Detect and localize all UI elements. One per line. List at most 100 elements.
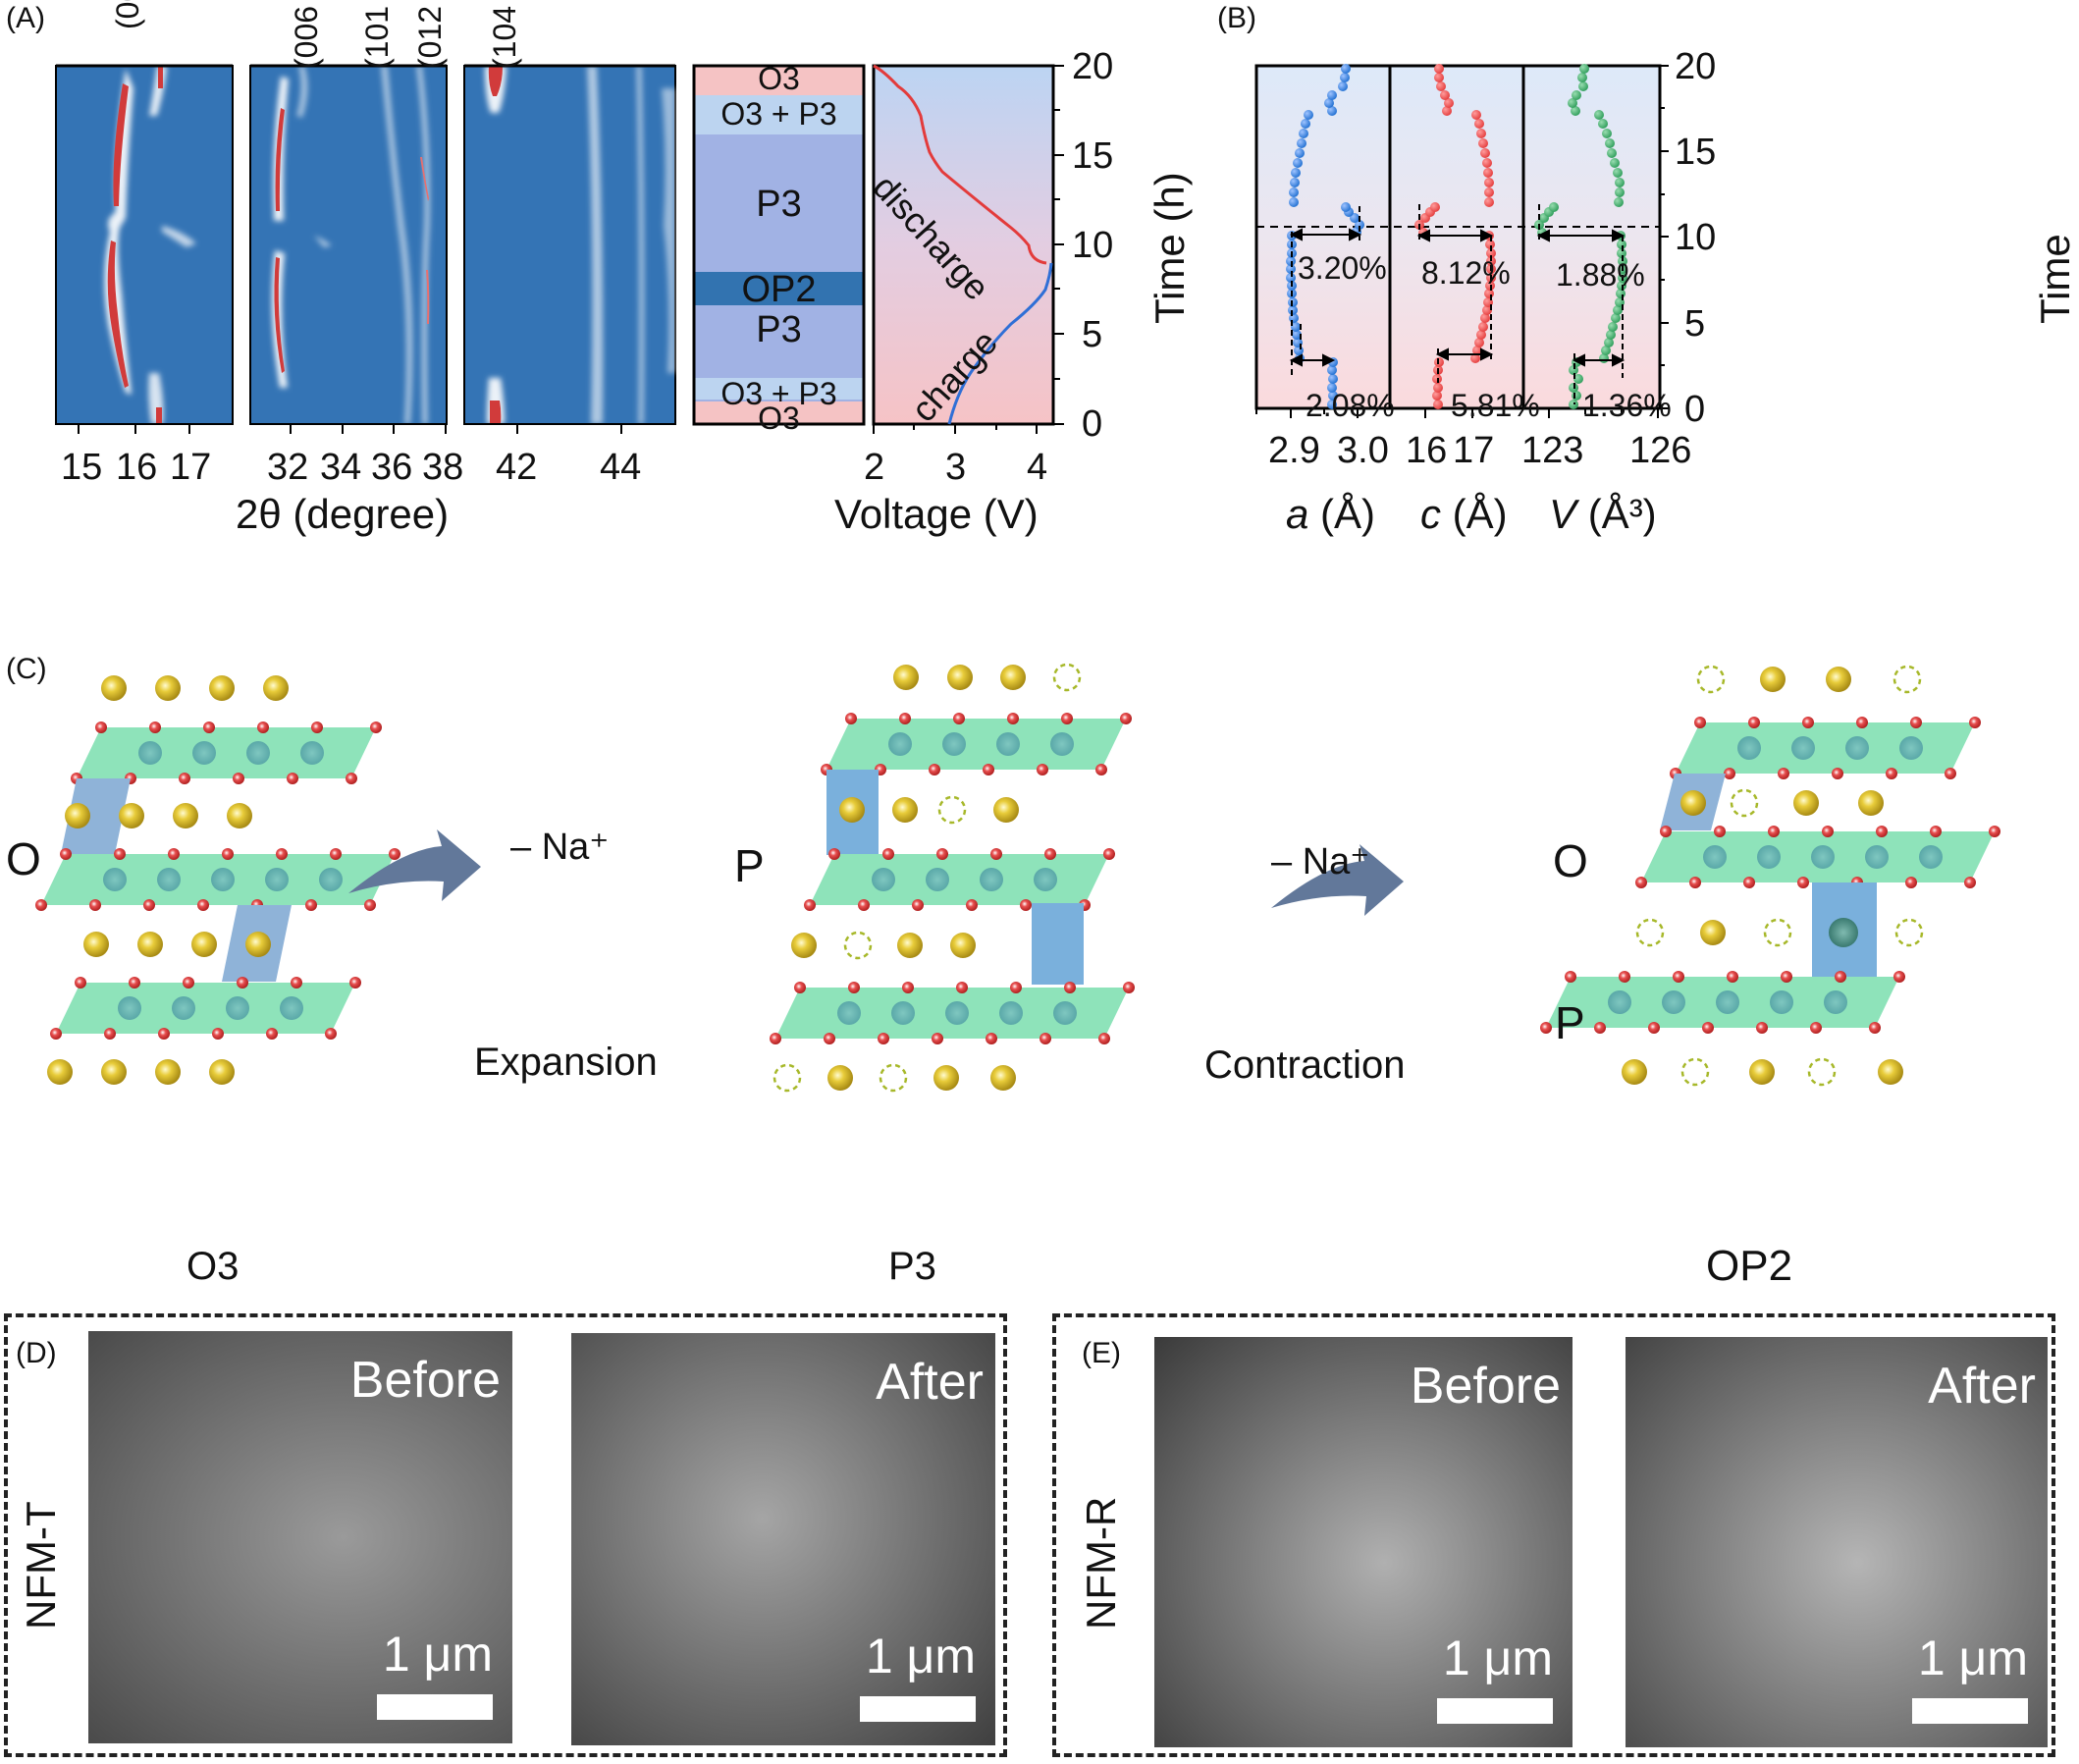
series-v (1534, 64, 1627, 409)
scale-bar-label: 1 μm (1442, 1630, 1553, 1685)
b-ytick-20: 20 (1675, 46, 1717, 87)
layer-label-p-op2: P (1555, 997, 1585, 1048)
btick-3-0: 3.0 (1337, 430, 1389, 471)
annotation-c-8-12: 8.12% (1421, 255, 1511, 291)
vtick-4: 4 (1027, 447, 1048, 488)
phase-label-o3-bottom: O3 (758, 401, 800, 436)
sample-label-nfm-r: NFM-R (1078, 1496, 1124, 1630)
phase-band-column (692, 64, 866, 426)
ytick-10: 10 (1072, 225, 1114, 266)
time-axis-title-b: Time (h) (2032, 234, 2078, 324)
btick-2-9: 2.9 (1268, 430, 1320, 471)
xtick-44: 44 (600, 447, 642, 488)
discharge-curve (873, 64, 1047, 265)
btick-17: 17 (1453, 430, 1495, 471)
scale-bar (1912, 1698, 2028, 1724)
arrow-label-contraction: Contraction (1204, 1043, 1406, 1087)
ytick-5: 5 (1082, 314, 1103, 355)
c-axis-title: c (Å) (1420, 491, 1508, 537)
octahedral-site (61, 778, 131, 854)
xtick-36: 36 (371, 447, 413, 488)
sem-tag-after: After (1928, 1358, 2036, 1415)
phase-label-o3-top: O3 (758, 61, 800, 96)
b-ytick-15: 15 (1675, 132, 1717, 173)
panel-label-c: (C) (6, 653, 47, 685)
panel-label-e: (E) (1082, 1337, 1121, 1369)
sem-image-nfm-r-before: Before 1 μm (1154, 1337, 1573, 1747)
annotation-v-1-88: 1.88% (1556, 257, 1645, 293)
arrow-label-expansion: Expansion (474, 1041, 658, 1084)
b-ytick-5: 5 (1684, 303, 1706, 345)
scale-bar (1437, 1698, 1553, 1724)
vtick-2: 2 (864, 447, 885, 488)
scale-bar-label: 1 μm (382, 1627, 493, 1682)
layer-label-p-p3: P (734, 840, 765, 891)
panel-e-frame (1052, 1313, 2055, 1757)
peak-label-101: (101 (359, 5, 395, 69)
panel-a-xrd-chart (55, 64, 1064, 434)
layer-label-o-op2: O (1553, 835, 1588, 886)
structure-op2 (1540, 665, 2000, 1087)
peak-label-003: (003 (110, 0, 146, 29)
b-ytick-0: 0 (1684, 389, 1706, 430)
ytick-0: 0 (1082, 403, 1103, 445)
xtick-15: 15 (61, 447, 103, 488)
btick-123: 123 (1521, 430, 1584, 471)
xtick-38: 38 (422, 447, 464, 488)
sem-image-nfm-t-after: After 1 μm (571, 1333, 995, 1745)
phase-label-o3p3-bottom: O3 + P3 (720, 376, 837, 411)
annotation-v-1-36: 1.36% (1582, 388, 1672, 423)
peak-label-006: (006 (289, 5, 324, 69)
peak-label-104: (104 (487, 5, 522, 69)
xtick-42: 42 (496, 447, 538, 488)
panel-c-structure-diagram (35, 663, 2000, 1093)
panel-label-a: (A) (6, 2, 45, 34)
xtick-32: 32 (267, 447, 309, 488)
sem-image-nfm-r-after: After 1 μm (1626, 1337, 2048, 1747)
sem-tag-before: Before (1410, 1358, 1561, 1415)
scale-bar-label: 1 μm (865, 1629, 976, 1684)
xrd-x-axis-title: 2θ (degree) (236, 491, 450, 537)
btick-126: 126 (1629, 430, 1692, 471)
arrow-expansion-icon (348, 829, 481, 901)
sem-tag-after: After (876, 1354, 984, 1411)
sem-image-nfm-t-before: Before 1 μm (88, 1331, 512, 1743)
a-axis-title: a (Å) (1286, 491, 1376, 537)
sem-tag-before: Before (349, 1352, 501, 1409)
panel-d-frame (4, 1313, 1007, 1757)
b-ytick-10: 10 (1675, 217, 1717, 258)
time-axis-title-a: Time (h) (1146, 172, 1193, 324)
sample-label-nfm-t: NFM-T (18, 1501, 64, 1630)
structure-o3 (35, 675, 400, 1085)
voltage-axis-title: Voltage (V) (834, 491, 1039, 537)
charge-curve (947, 262, 1053, 425)
xtick-16: 16 (116, 447, 158, 488)
arrow-contraction-icon (1271, 844, 1404, 916)
annotation-c-5-81: 5.81% (1451, 388, 1540, 423)
scale-bar-label: 1 μm (1917, 1630, 2028, 1685)
arrow-label-na-2: – Na⁺ (1271, 841, 1370, 882)
structure-p3 (770, 663, 1135, 1093)
phase-label-op2: OP2 (741, 269, 817, 310)
ytick-15: 15 (1072, 135, 1114, 177)
structure-name-p3: P3 (888, 1245, 936, 1288)
panel-b-lattice-chart (1254, 64, 1669, 418)
layer-label-o-o3: O (6, 833, 41, 884)
annotation-a-2-08: 2.08% (1306, 388, 1395, 423)
panel-label-b: (B) (1217, 2, 1256, 34)
voltage-plot-frame (872, 64, 1055, 426)
scale-bar (860, 1696, 976, 1722)
structure-name-op2: OP2 (1706, 1242, 1793, 1290)
xtick-17: 17 (170, 447, 212, 488)
structure-name-o3: O3 (187, 1245, 240, 1288)
phase-label-p3-top: P3 (756, 184, 802, 225)
annotation-a-3-20: 3.20% (1298, 250, 1387, 286)
btick-16: 16 (1406, 430, 1448, 471)
peak-label-012: (012 (412, 5, 448, 69)
panel-label-d: (D) (16, 1337, 57, 1369)
xtick-34: 34 (320, 447, 362, 488)
xrd-subplot-1 (55, 65, 234, 425)
vtick-3: 3 (945, 447, 967, 488)
ytick-20: 20 (1072, 46, 1114, 87)
v-axis-title: V (Å³) (1549, 491, 1657, 537)
